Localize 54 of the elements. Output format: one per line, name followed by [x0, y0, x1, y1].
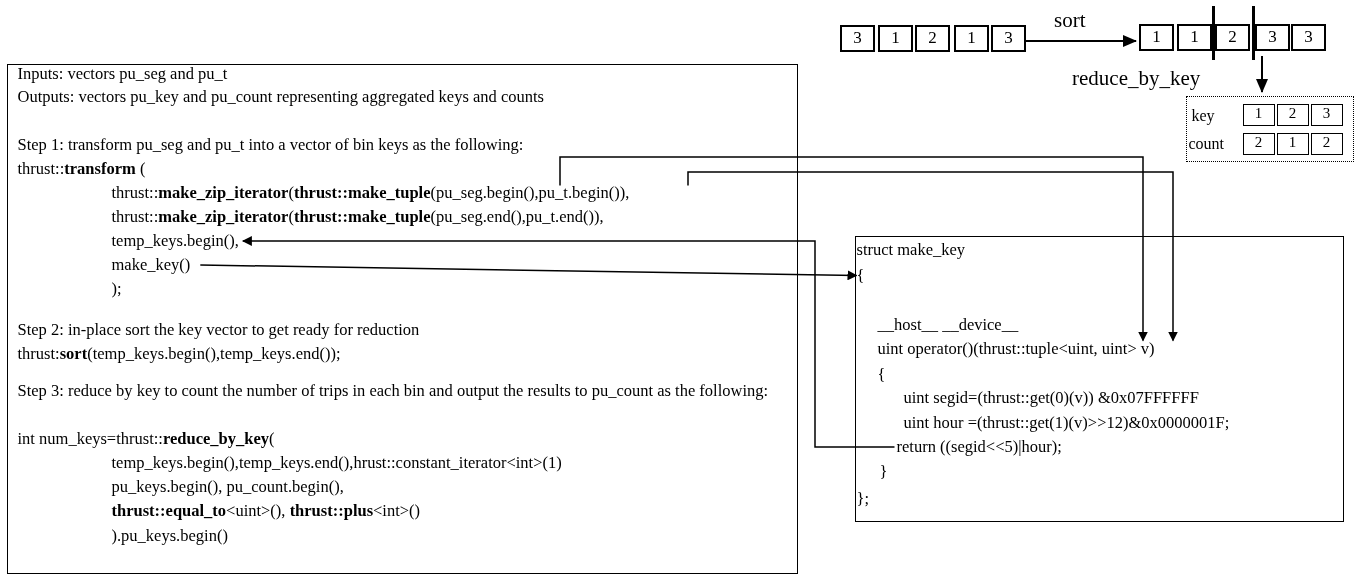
code-text: thrust::equal_to<uint>(), thrust::plus<int>(): [111, 500, 421, 521]
array-cell: 2: [1310, 132, 1343, 155]
array-cell: 3: [991, 25, 1026, 52]
code-text: );: [111, 278, 122, 299]
array-cell: 2: [1276, 103, 1309, 126]
arrow: [1025, 35, 1137, 47]
arrow: [241, 236, 896, 448]
code-text: struct make_key: [856, 239, 966, 260]
array-cell: 2: [1215, 24, 1250, 51]
array-cell: 2: [915, 25, 950, 52]
arrow: [1256, 55, 1268, 93]
code-text: __host__ __device__: [877, 314, 1019, 335]
code-text: temp_keys.begin(),temp_keys.end(),hrust::constant_iterator<int>(1): [111, 452, 562, 473]
code-text: Step 2: in-place sort the key vector to get ready for reduction: [17, 319, 420, 340]
row-label: count: [1188, 133, 1225, 154]
struct-panel: [855, 236, 1344, 522]
code-text: Inputs: vectors pu_seg and pu_t: [17, 63, 228, 84]
result-panel: [1186, 96, 1354, 162]
code-text: }: [879, 461, 888, 482]
code-text: int num_keys=thrust::reduce_by_key(: [17, 428, 275, 449]
array-cell: 3: [840, 25, 875, 52]
code-text: Outputs: vectors pu_key and pu_count representing aggregated keys and counts: [17, 86, 544, 107]
arrow: [199, 264, 858, 281]
arrow: [687, 171, 1178, 342]
code-text: pu_keys.begin(), pu_count.begin(),: [111, 476, 344, 497]
array-cell: 1: [1276, 132, 1309, 155]
code-line: {: [856, 265, 865, 286]
code-text: uint hour =(thrust::get(1)(v)>>12)&0x0000001F;: [903, 412, 1230, 433]
array-cell: 1: [1139, 24, 1174, 51]
array-cell: 3: [1291, 24, 1326, 51]
array-cell: 1: [954, 25, 989, 52]
code-panel: [7, 64, 798, 574]
code-line: uint operator()(thrust::tuple<uint, uint> v): [877, 338, 1155, 359]
code-line: make_key(): [111, 254, 191, 275]
array-cell: 1: [1242, 103, 1275, 126]
array-cell: 1: [1177, 24, 1212, 51]
code-line: return ((segid<<5)|hour);: [896, 436, 1062, 457]
code-text: };: [856, 488, 869, 509]
array-cell: 3: [1310, 103, 1343, 126]
code-text: {: [877, 364, 886, 385]
code-text: uint segid=(thrust::get(0)(v)) &0x07FFFFFF: [903, 387, 1199, 408]
code-line: thrust::make_zip_iterator(thrust::make_tuple(pu_seg.begin(),pu_t.begin()),: [111, 182, 630, 203]
code-text: thrust::transform (: [17, 158, 146, 179]
row-label: key: [1191, 105, 1215, 126]
arrow: [559, 156, 1148, 342]
code-text: thrust:sort(temp_keys.begin(),temp_keys.end());: [17, 343, 341, 364]
array-cell: 1: [878, 25, 913, 52]
code-text: thrust::make_zip_iterator(thrust::make_tuple(pu_seg.end(),pu_t.end()),: [111, 206, 604, 227]
array-cell: 2: [1242, 132, 1275, 155]
code-text: Step 3: reduce by key to count the number of trips in each bin and output the results to pu_count as the following:: [17, 379, 770, 402]
code-text: Step 1: transform pu_seg and pu_t into a vector of bin keys as the following:: [17, 134, 524, 155]
code-text: ).pu_keys.begin(): [111, 525, 228, 546]
array-cell: 3: [1255, 24, 1290, 51]
code-line: temp_keys.begin(),: [111, 230, 239, 251]
